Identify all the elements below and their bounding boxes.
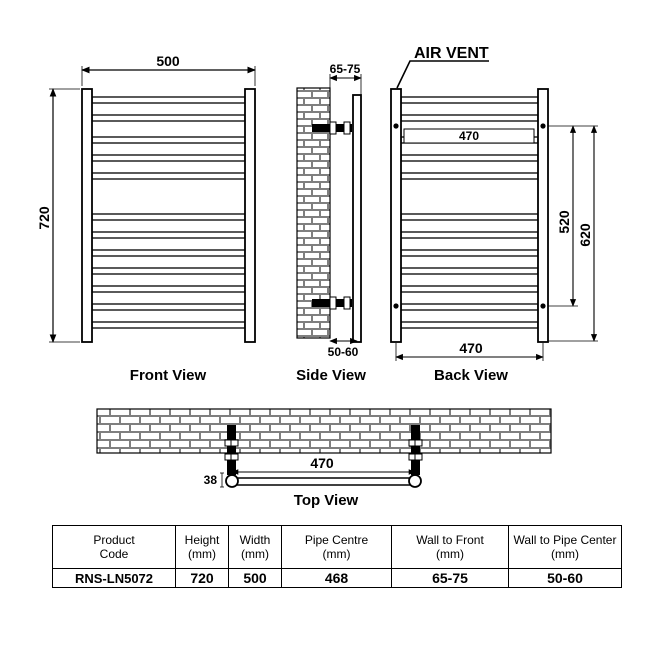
top-wall-bricks: [96, 408, 552, 454]
side-wall-to-pipe-label: 50-60: [328, 345, 359, 359]
side-upper-bracket: [312, 121, 352, 135]
spec-value-row: RNS-LN5072 720 500 468 65-75 50-60: [52, 568, 622, 588]
side-view: 65-75 50-60 Side View: [296, 62, 366, 384]
spec-header-row: Product Code Height (mm) Width (mm) Pipe…: [52, 525, 622, 569]
back-mount-point-tr: [540, 123, 546, 129]
spec-value-width: 500: [228, 568, 282, 588]
front-crossbar: [91, 303, 246, 311]
spec-header-text: (mm): [241, 547, 269, 561]
back-mount-point-br: [540, 303, 546, 309]
air-vent-label: AIR VENT: [414, 45, 489, 62]
spec-header-text: Product: [93, 533, 135, 547]
back-crossbar: [400, 96, 539, 104]
front-crossbar: [91, 136, 246, 144]
front-view-bars: [91, 96, 246, 329]
spec-value-pipe-centre: 468: [281, 568, 392, 588]
spec-header-text: Wall to Front: [416, 533, 484, 547]
side-wall-to-front-label: 65-75: [330, 62, 361, 76]
front-height-label: 720: [36, 206, 52, 230]
front-crossbar: [91, 172, 246, 180]
spec-header-text: (mm): [188, 547, 216, 561]
back-crossbar: [400, 154, 539, 162]
front-right-rail: [244, 88, 256, 343]
air-vent-leader: [396, 60, 489, 89]
back-right-rail: [537, 88, 549, 343]
spec-header-text: Pipe Centre: [304, 533, 369, 547]
back-mount-point-bl: [393, 303, 399, 309]
spec-header-text: (mm): [551, 547, 579, 561]
spec-value-wall-to-pipe-center: 50-60: [508, 568, 622, 588]
top-left-pipe-end: [225, 474, 239, 488]
spec-header-text: (mm): [322, 547, 351, 561]
back-inner-dimension-box: [403, 128, 535, 144]
front-crossbar: [91, 96, 246, 104]
back-crossbar: [400, 231, 539, 239]
spec-header-wall-to-pipe-center: Wall to Pipe Center (mm): [508, 525, 622, 569]
spec-header-text: Width: [239, 533, 271, 547]
top-right-pipe-end: [408, 474, 422, 488]
back-crossbar: [400, 285, 539, 293]
back-crossbar: [400, 267, 539, 275]
front-crossbar: [91, 321, 246, 329]
front-left-rail: [81, 88, 93, 343]
back-crossbar: [400, 321, 539, 329]
back-left-rail: [390, 88, 402, 343]
back-view: AIR VENT 470 520 620 470 Back View: [390, 45, 598, 384]
top-front-rail: [226, 477, 420, 486]
side-view-title: Side View: [296, 367, 366, 384]
front-view-title: Front View: [130, 367, 207, 384]
spec-header-text: Height: [184, 533, 220, 547]
spec-header-wall-to-front: Wall to Front (mm): [391, 525, 509, 569]
spec-header-text: Wall to Pipe Center: [513, 533, 617, 547]
back-view-title: Back View: [434, 367, 508, 384]
back-620-label: 620: [577, 223, 593, 247]
front-width-label: 500: [156, 53, 180, 69]
spec-header-height: Height (mm): [175, 525, 229, 569]
top-depth-label: 38: [204, 473, 218, 487]
spec-value-wall-to-front: 65-75: [391, 568, 509, 588]
back-crossbar: [400, 114, 539, 122]
spec-header-text: Code: [99, 547, 129, 561]
spec-header-text: (mm): [436, 547, 464, 561]
back-crossbar: [400, 172, 539, 180]
spec-header-product-code: Product Code: [52, 525, 176, 569]
back-crossbar: [400, 213, 539, 221]
top-view: 470 38 Top View: [96, 408, 552, 509]
top-pipe-width-label: 470: [310, 455, 334, 471]
spec-header-width: Width (mm): [228, 525, 282, 569]
spec-table: Product Code Height (mm) Width (mm) Pipe…: [52, 525, 622, 588]
front-crossbar: [91, 267, 246, 275]
spec-header-pipe-centre: Pipe Centre (mm): [281, 525, 392, 569]
back-520-label: 520: [556, 210, 572, 234]
front-crossbar: [91, 213, 246, 221]
side-lower-bracket: [312, 296, 352, 310]
top-view-title: Top View: [294, 492, 359, 509]
back-crossbar: [400, 249, 539, 257]
front-crossbar: [91, 231, 246, 239]
back-crossbar: [400, 303, 539, 311]
front-crossbar: [91, 154, 246, 162]
side-radiator-profile: [352, 94, 362, 343]
spec-value-product-code: RNS-LN5072: [52, 568, 176, 588]
front-crossbar: [91, 285, 246, 293]
spec-value-height: 720: [175, 568, 229, 588]
back-inner-width-label: 470: [459, 129, 479, 143]
front-crossbar: [91, 114, 246, 122]
back-mount-point-tl: [393, 123, 399, 129]
back-bottom-width-label: 470: [459, 340, 483, 356]
front-crossbar: [91, 249, 246, 257]
front-view: 500 720 Front View: [36, 53, 256, 384]
